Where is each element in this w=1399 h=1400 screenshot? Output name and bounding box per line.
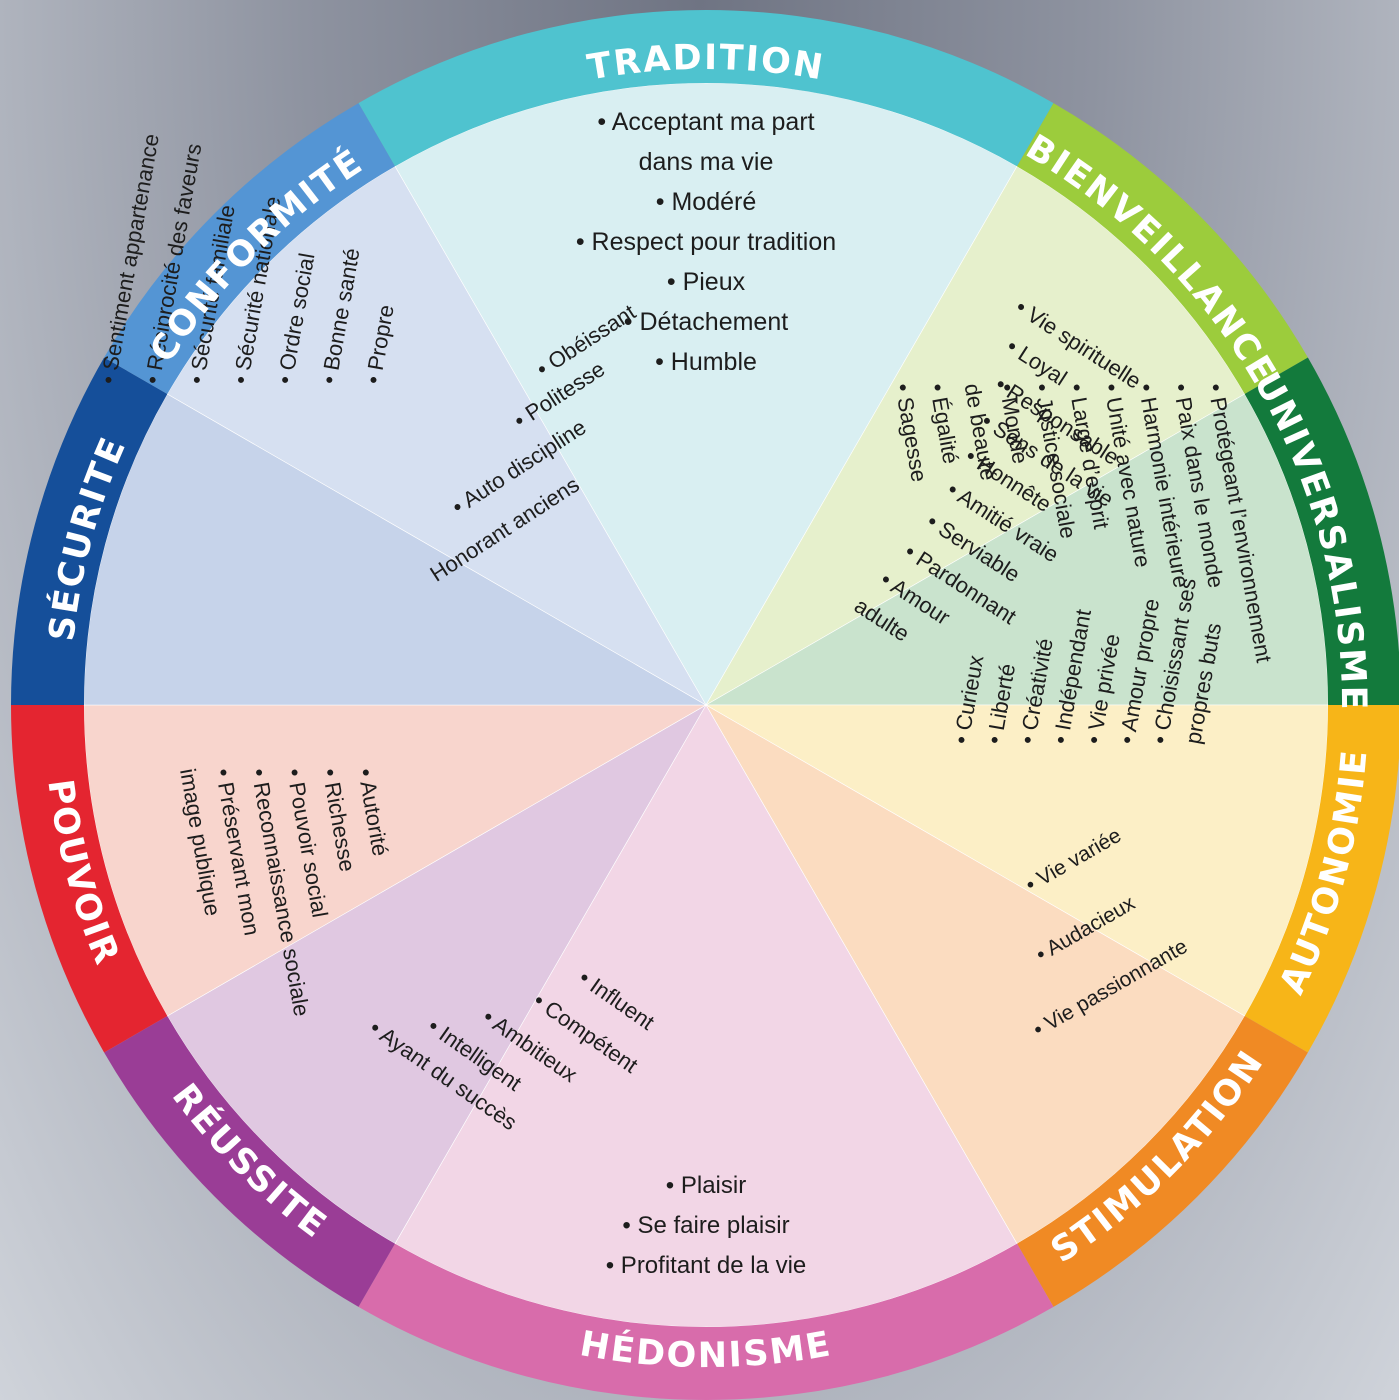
band-conformite: [104, 103, 396, 395]
item-hedonisme: • Profitant de la vie: [606, 1252, 807, 1279]
item-tradition: • Respect pour tradition: [576, 228, 836, 256]
item-tradition: dans ma vie: [639, 148, 774, 176]
band-universalisme: [1244, 357, 1399, 705]
item-tradition: • Détachement: [624, 308, 788, 336]
band-pouvoir: [11, 705, 168, 1053]
band-securite: [11, 357, 168, 705]
band-reussite: [104, 1016, 396, 1307]
item-tradition: • Pieux: [667, 268, 746, 296]
item-tradition: • Modéré: [656, 188, 756, 216]
band-stimulation: [1017, 1016, 1308, 1307]
item-hedonisme: • Plaisir: [666, 1172, 746, 1199]
item-hedonisme: • Se faire plaisir: [622, 1212, 789, 1239]
band-autonomie: [1244, 705, 1399, 1053]
band-tradition: [358, 9, 1054, 167]
band-hedonisme: [358, 1243, 1054, 1400]
item-tradition: • Humble: [655, 348, 757, 376]
item-tradition: • Acceptant ma part: [597, 108, 814, 136]
band-bienveillance: [1017, 103, 1308, 395]
